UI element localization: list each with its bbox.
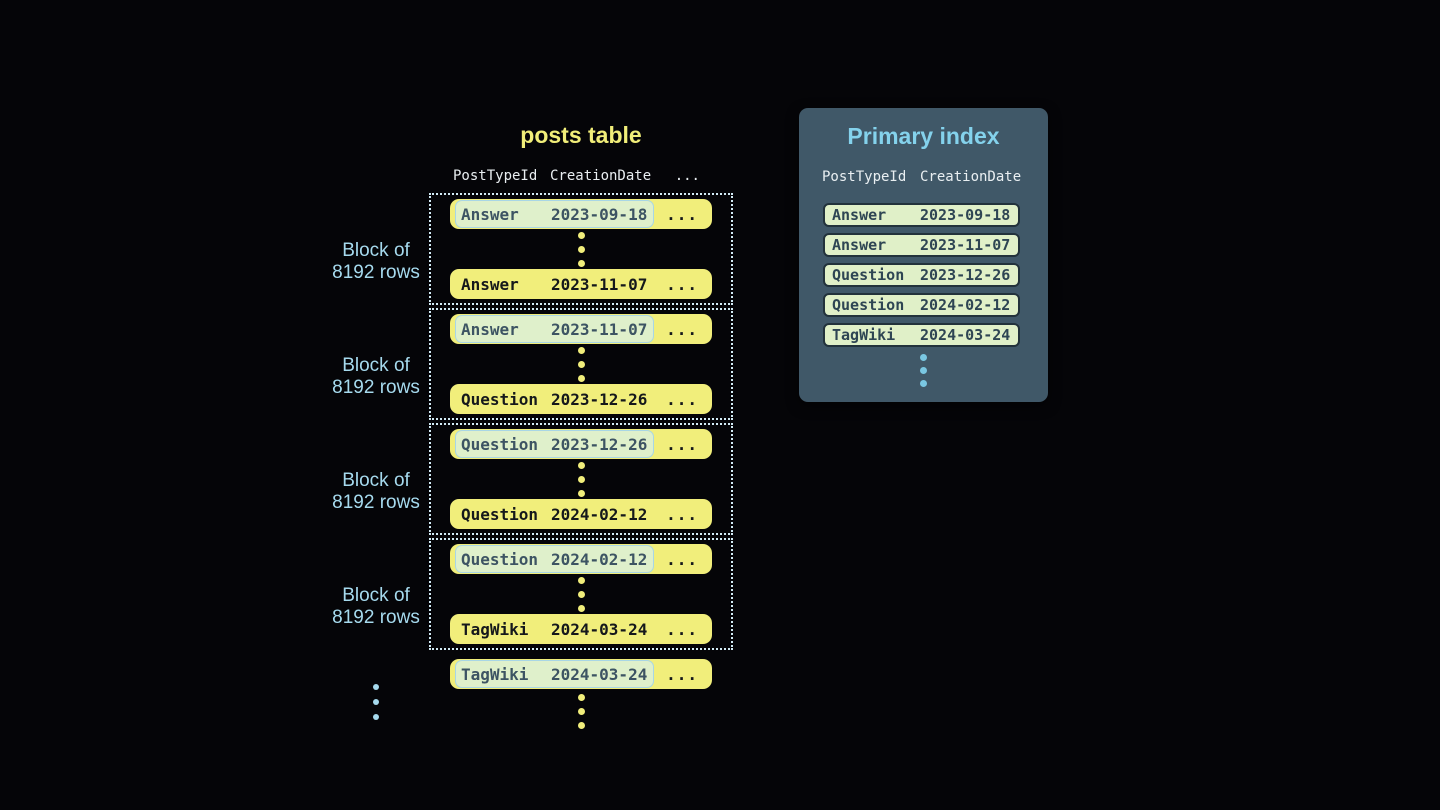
index-entry-highlight: TagWiki 2024-03-24 <box>455 660 655 688</box>
index-entry-highlight: Answer 2023-11-07 <box>455 315 655 343</box>
block-size-label: Block of 8192 rows <box>332 470 420 513</box>
table-row: Answer 2023-11-07 ... <box>450 269 712 299</box>
row-ellipsis: ... <box>666 389 698 409</box>
row-entry: TagWiki 2024-03-24 <box>461 619 648 639</box>
index-entry: Answer 2023-11-07 <box>823 233 1020 257</box>
primary-index-column-headers: PostTypeId CreationDate <box>822 169 1032 185</box>
more-blocks-dots-icon <box>296 684 456 720</box>
ellipsis-dots-icon <box>450 229 712 269</box>
primary-index-entries: Answer 2023-09-18 Answer 2023-11-07 Ques… <box>823 203 1020 353</box>
column-header-posttypeid: PostTypeId <box>453 168 538 184</box>
table-row: Question 2024-02-12 ... <box>450 544 712 574</box>
block-size-label: Block of 8192 rows <box>332 585 420 628</box>
table-row: Question 2023-12-26 ... <box>450 429 712 459</box>
row-block-3: Question 2023-12-26 ... Question 2024-02… <box>429 423 733 535</box>
posts-table-title: posts table <box>520 122 642 148</box>
column-header-ellipsis: ... <box>674 168 700 184</box>
primary-index-title: Primary index <box>847 123 1000 149</box>
row-ellipsis: ... <box>666 204 698 224</box>
row-ellipsis: ... <box>666 619 698 639</box>
ellipsis-dots-icon <box>450 344 712 384</box>
posts-table-column-headers: PostTypeId CreationDate ... <box>450 167 712 185</box>
ellipsis-dots-icon <box>450 459 712 499</box>
column-header-creationdate: CreationDate <box>920 169 1022 185</box>
column-header-posttypeid: PostTypeId <box>822 169 907 185</box>
row-block-2: Answer 2023-11-07 ... Question 2023-12-2… <box>429 308 733 420</box>
table-row: Answer 2023-09-18 ... <box>450 199 712 229</box>
column-header-creationdate: CreationDate <box>550 168 652 184</box>
row-entry: Question 2023-12-26 <box>461 389 648 409</box>
index-entry: TagWiki 2024-03-24 <box>823 323 1020 347</box>
index-entry-highlight: Answer 2023-09-18 <box>455 200 655 228</box>
index-entry-highlight: Question 2024-02-12 <box>455 545 655 573</box>
row-ellipsis: ... <box>666 274 698 294</box>
row-ellipsis: ... <box>666 319 698 339</box>
block-size-label: Block of 8192 rows <box>332 355 420 398</box>
ellipsis-dots-icon <box>799 354 1048 387</box>
row-entry: Answer 2023-11-07 <box>461 274 648 294</box>
ellipsis-dots-icon <box>450 574 712 614</box>
ellipsis-dots-icon <box>450 694 712 729</box>
row-entry: Question 2024-02-12 <box>461 504 648 524</box>
table-row: TagWiki 2024-03-24 ... <box>450 614 712 644</box>
table-row: Question 2023-12-26 ... <box>450 384 712 414</box>
table-row-overflow: TagWiki 2024-03-24 ... <box>450 659 712 689</box>
table-row: Answer 2023-11-07 ... <box>450 314 712 344</box>
row-ellipsis: ... <box>666 664 698 684</box>
row-ellipsis: ... <box>666 504 698 524</box>
row-ellipsis: ... <box>666 434 698 454</box>
index-entry-highlight: Question 2023-12-26 <box>455 430 655 458</box>
primary-index-panel: Primary index PostTypeId CreationDate An… <box>799 108 1048 402</box>
row-block-4: Question 2024-02-12 ... TagWiki 2024-03-… <box>429 538 733 650</box>
block-size-label: Block of 8192 rows <box>332 240 420 283</box>
index-entry: Question 2023-12-26 <box>823 263 1020 287</box>
table-row: Question 2024-02-12 ... <box>450 499 712 529</box>
row-block-1: Answer 2023-09-18 ... Answer 2023-11-07 … <box>429 193 733 305</box>
index-entry: Answer 2023-09-18 <box>823 203 1020 227</box>
row-ellipsis: ... <box>666 549 698 569</box>
index-entry: Question 2024-02-12 <box>823 293 1020 317</box>
